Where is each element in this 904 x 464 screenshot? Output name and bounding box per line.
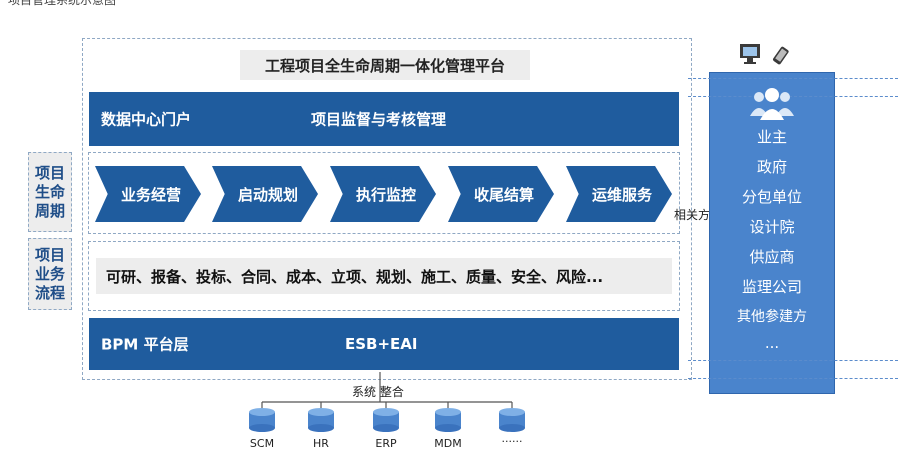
lifecycle-stage-label: 收尾结算 [473, 185, 534, 204]
dashed-guide-line [688, 360, 898, 361]
related-parties-label: 相关方 [674, 208, 711, 222]
stakeholder-item: 监理公司 [741, 278, 802, 296]
figure-caption: 项目管理系统示意图 [8, 0, 117, 7]
supervision-label: 项目监督与考核管理 [311, 110, 447, 129]
data-center-portal-label: 数据中心门户 [101, 110, 192, 129]
database-icon [308, 408, 334, 432]
lifecycle-side-label-text: 项目 生命 周期 [34, 163, 65, 220]
lifecycle-stage-arrow: 启动规划 [212, 166, 318, 222]
database-label: ...... [501, 432, 523, 445]
database-label: ERP [375, 437, 397, 450]
stakeholder-item: ... [764, 334, 780, 352]
lifecycle-stage-arrow: 执行监控 [330, 166, 436, 222]
bpm-label: BPM 平台层 [101, 335, 189, 354]
lifecycle-stage-label: 业务经营 [120, 185, 181, 204]
dashed-guide-line [688, 78, 898, 79]
portal-bar: 数据中心门户 项目监督与考核管理 [89, 92, 679, 146]
database-label: MDM [434, 437, 462, 450]
database-icon [249, 408, 275, 432]
platform-frame [82, 38, 692, 380]
process-side-label: 项目 业务 流程 [28, 238, 72, 310]
esb-eai-label: ESB+EAI [345, 335, 418, 353]
lifecycle-stage-label: 运维服务 [591, 185, 652, 204]
stakeholder-item: 设计院 [749, 218, 795, 236]
devices-icon [740, 44, 789, 65]
database-icon [499, 408, 525, 432]
lifecycle-stage-arrow: 运维服务 [566, 166, 672, 222]
database-icon [373, 408, 399, 432]
process-list: 可研、报备、投标、合同、成本、立项、规划、施工、质量、安全、风险... [96, 258, 672, 294]
platform-layer-bar: BPM 平台层 ESB+EAI [89, 318, 679, 370]
monitor-base [744, 62, 756, 64]
lifecycle-stage-label: 执行监控 [355, 185, 416, 204]
process-row [88, 241, 680, 311]
database-label: SCM [249, 437, 275, 450]
system-integration-label: 系统 整合 [352, 385, 404, 399]
database-label: HR [313, 437, 329, 450]
database-icon [435, 408, 461, 432]
people-group-icon [750, 88, 794, 120]
monitor-screen [743, 47, 757, 56]
phone-icon [773, 46, 789, 65]
lifecycle-row [88, 152, 680, 234]
lifecycle-stage-arrow: 业务经营 [95, 166, 201, 222]
stakeholder-item: 业主 [756, 128, 787, 146]
stakeholder-item: 分包单位 [741, 188, 802, 206]
monitor-stand [747, 58, 753, 62]
dashed-guide-line [688, 96, 898, 97]
lifecycle-side-label: 项目 生命 周期 [28, 152, 72, 232]
dashed-guide-line [688, 378, 898, 379]
platform-title: 工程项目全生命周期一体化管理平台 [240, 50, 530, 80]
stakeholder-item: 政府 [756, 158, 787, 176]
process-side-label-text: 项目 业务 流程 [34, 245, 65, 302]
stakeholder-item: 其他参建方 [737, 309, 807, 325]
stakeholder-item: 供应商 [749, 248, 795, 266]
lifecycle-stage-label: 启动规划 [237, 185, 298, 204]
lifecycle-stage-arrow: 收尾结算 [448, 166, 554, 222]
stakeholder-panel [709, 72, 835, 394]
